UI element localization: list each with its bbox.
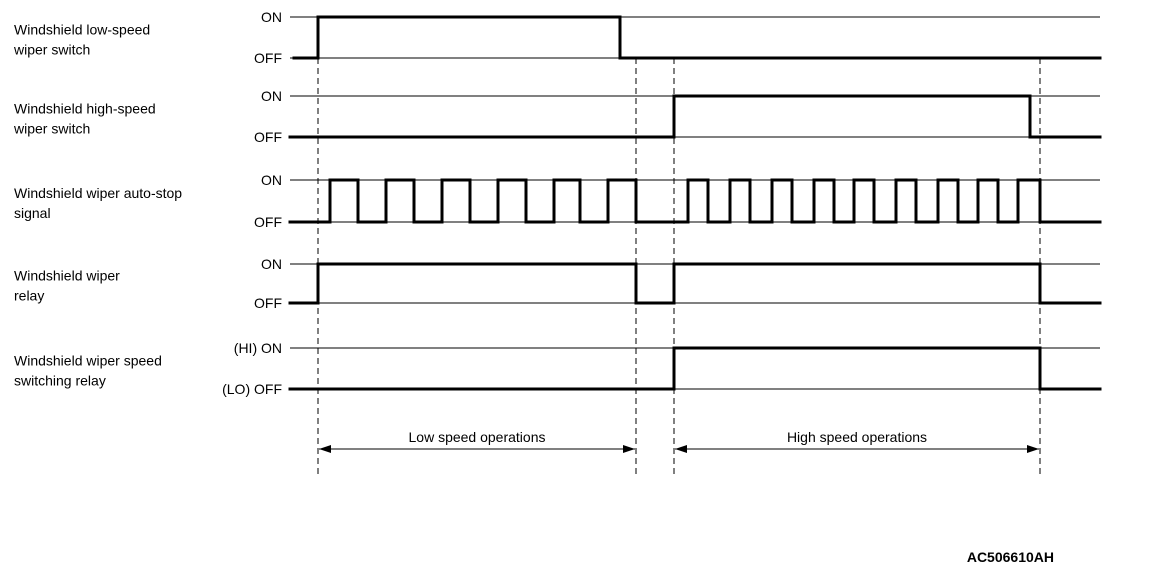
arrow-head-right bbox=[1027, 445, 1039, 453]
on-level-label: ON bbox=[261, 256, 282, 272]
off-level-label: OFF bbox=[254, 214, 282, 230]
waveform-trace bbox=[288, 262, 1102, 305]
operation-label: High speed operations bbox=[787, 429, 927, 445]
arrow-head-left bbox=[675, 445, 687, 453]
waveform-trace bbox=[292, 15, 1102, 60]
waveform-trace bbox=[288, 346, 1102, 391]
arrow-head-left bbox=[319, 445, 331, 453]
operation-ranges: Low speed operations High speed operation… bbox=[319, 429, 1039, 453]
signal-name: Windshield low-speed bbox=[14, 22, 150, 38]
signal-name: wiper switch bbox=[13, 121, 90, 137]
signal-name: Windshield wiper bbox=[14, 268, 120, 284]
operation-label: Low speed operations bbox=[409, 429, 546, 445]
signal-name: wiper switch bbox=[13, 42, 90, 58]
signal-row-wiper-relay: Windshield wiper relay ON OFF bbox=[14, 256, 1102, 311]
off-level-label: OFF bbox=[254, 295, 282, 311]
signal-name: Windshield wiper speed bbox=[14, 353, 162, 369]
operation-range: Low speed operations bbox=[319, 429, 635, 453]
off-level-label: OFF bbox=[254, 129, 282, 145]
on-level-label: ON bbox=[261, 172, 282, 188]
operation-range: High speed operations bbox=[675, 429, 1039, 453]
figure-code: AC506610AH bbox=[967, 549, 1054, 565]
signal-name: switching relay bbox=[14, 373, 106, 389]
signal-row-high-speed-switch: Windshield high-speed wiper switch ON OFF bbox=[13, 88, 1102, 145]
signal-name: Windshield wiper auto-stop bbox=[14, 185, 182, 201]
on-level-label: ON bbox=[261, 9, 282, 25]
signal-name: signal bbox=[14, 205, 51, 221]
arrow-head-right bbox=[623, 445, 635, 453]
off-level-label: (LO) OFF bbox=[222, 381, 282, 397]
waveform-trace bbox=[288, 94, 1102, 139]
time-markers bbox=[317, 58, 1041, 476]
signal-row-auto-stop-signal: Windshield wiper auto-stop signal ON OFF bbox=[14, 172, 1102, 230]
waveform-trace bbox=[288, 178, 1102, 224]
signal-row-low-speed-switch: Windshield low-speed wiper switch ON OFF bbox=[13, 9, 1102, 66]
signal-name: relay bbox=[14, 288, 44, 304]
off-level-label: OFF bbox=[254, 50, 282, 66]
signal-name: Windshield high-speed bbox=[14, 101, 156, 117]
signal-row-speed-switching-relay: Windshield wiper speed switching relay (HI… bbox=[14, 340, 1102, 397]
on-level-label: (HI) ON bbox=[234, 340, 282, 356]
on-level-label: ON bbox=[261, 88, 282, 104]
